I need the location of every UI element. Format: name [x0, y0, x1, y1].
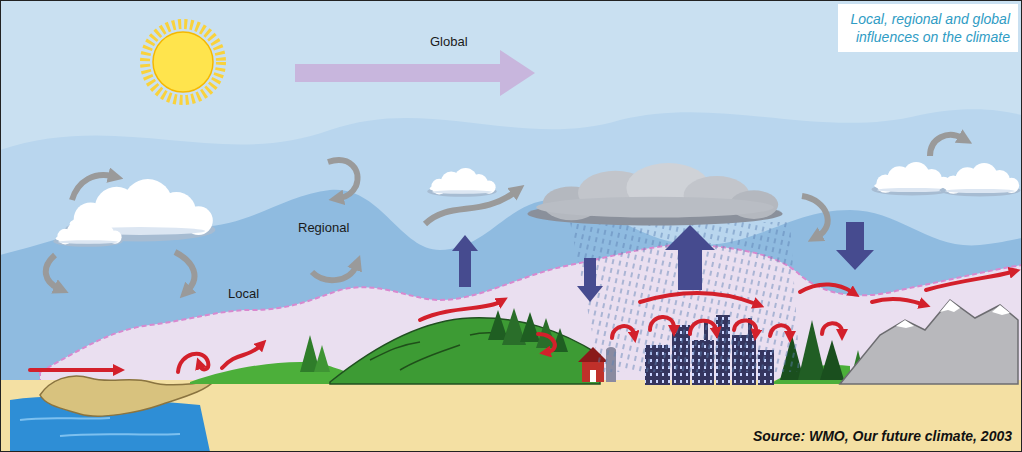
- clouds: [53, 162, 1020, 247]
- scale-label: Local: [226, 286, 261, 302]
- surface-flow-arrows: [420, 302, 500, 320]
- global-arrow: [295, 50, 535, 96]
- mountains: [840, 300, 1018, 384]
- source-caption: Source: WMO, Our future climate, 2003: [753, 428, 1012, 444]
- vertical-arrows: [577, 258, 603, 302]
- vertical-arrows: [836, 222, 874, 270]
- surface-flow-arrows: [640, 293, 756, 304]
- surface-flow-arrows: [178, 354, 208, 372]
- rain: [570, 222, 800, 372]
- ground: [0, 376, 1022, 452]
- circulation-arrows: [312, 266, 356, 280]
- clouds: [427, 168, 497, 197]
- trees: [520, 312, 540, 342]
- surface-flow-arrows: [822, 323, 842, 334]
- surface-flow-arrows: [222, 346, 260, 368]
- vertical-arrows: [452, 222, 874, 302]
- mountains: [896, 320, 914, 328]
- sky: [0, 109, 1022, 452]
- circulation-arrows: [930, 135, 962, 156]
- surface-flow-arrows: [30, 368, 116, 372]
- local-layer: [40, 245, 1022, 400]
- surface-flow-arrows: [690, 321, 716, 334]
- surface-flow-arrows: [926, 272, 1012, 290]
- hills: [330, 318, 600, 384]
- mountains: [940, 300, 960, 312]
- circulation-arrows: [175, 252, 194, 290]
- surface-flow-arrows: [538, 334, 555, 352]
- rain: [570, 222, 800, 372]
- global-arrow: [295, 50, 535, 96]
- surface-flow-arrows: [612, 326, 634, 338]
- circulation-arrows: [72, 175, 112, 200]
- surface-flow-arrows: [800, 284, 852, 292]
- farm-house: [590, 370, 596, 382]
- clouds: [939, 163, 1020, 197]
- scale-label: Regional: [296, 220, 351, 236]
- mountains: [992, 305, 1010, 315]
- clouds: [527, 163, 782, 225]
- trees: [820, 340, 844, 380]
- ground: [20, 418, 180, 436]
- trees: [314, 345, 330, 372]
- vertical-arrows: [665, 225, 715, 290]
- circulation-arrows: [46, 255, 58, 288]
- scale-label: Global: [428, 34, 470, 50]
- sun: [145, 24, 221, 100]
- local-layer: [40, 245, 1022, 400]
- sun: [145, 24, 221, 100]
- sun: [153, 32, 213, 92]
- vertical-arrows: [452, 235, 478, 287]
- figure-title: Local, regional and global influences on…: [846, 10, 1010, 46]
- ground: [40, 376, 215, 416]
- clouds: [53, 218, 123, 247]
- surface-flow-arrows: [734, 320, 756, 332]
- circulation-arrows: [46, 135, 962, 290]
- circulation-arrows: [425, 192, 515, 224]
- circulation-arrows: [802, 196, 828, 236]
- surface-flow-arrows: [770, 325, 790, 336]
- surface-flow-arrows: [650, 317, 674, 330]
- circulation-arrows: [328, 160, 358, 198]
- surface-flow-arrows: [872, 299, 922, 304]
- trees: [488, 310, 508, 340]
- mountains: [840, 300, 1018, 384]
- title-panel: Local, regional and global influences on…: [838, 4, 1018, 52]
- surface-flow-arrows: [30, 272, 1012, 372]
